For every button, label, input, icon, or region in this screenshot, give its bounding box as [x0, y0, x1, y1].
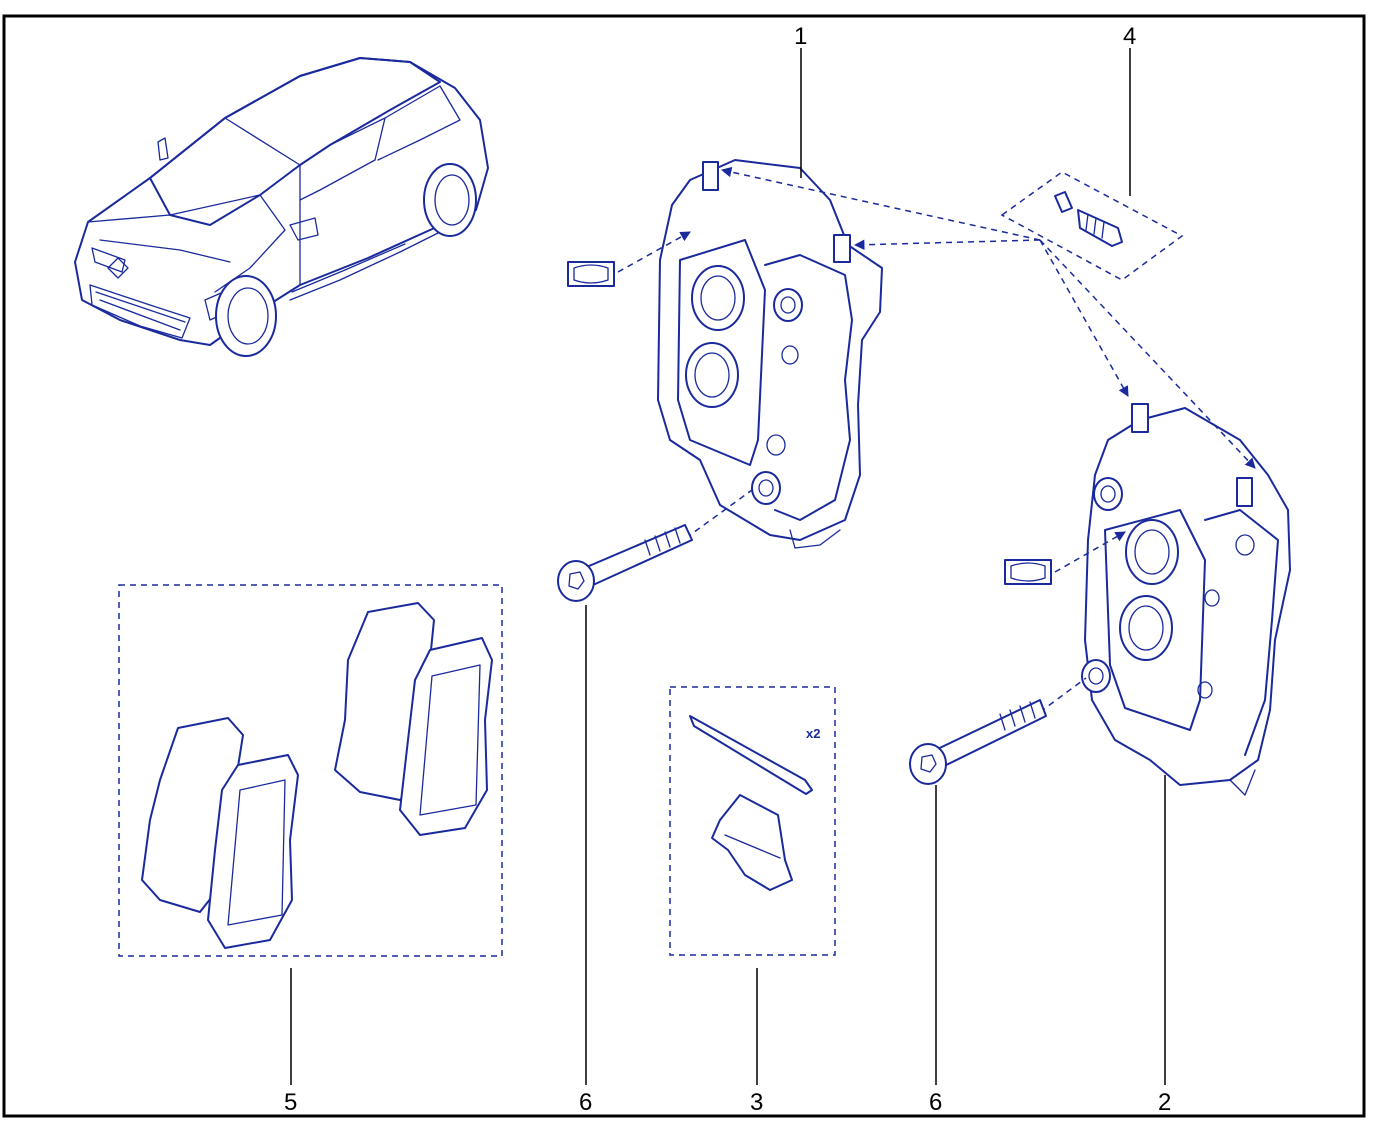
callout-3: 3 [750, 1089, 763, 1116]
brake-pad-kit [118, 584, 503, 957]
callout-2: 2 [1158, 1089, 1171, 1116]
vehicle-illustration [74, 57, 489, 357]
assembly-lines [617, 166, 1256, 713]
callout-leaders [290, 48, 1166, 1085]
diagram-frame [2, 14, 1366, 1118]
bleed-screw-kit [1000, 171, 1184, 281]
pad-spring-kit: x2 [669, 686, 836, 956]
caliper-bolt-1 [557, 524, 693, 602]
callout-1: 1 [794, 23, 807, 50]
quantity-label: x2 [806, 726, 820, 741]
callout-4: 4 [1123, 23, 1136, 50]
brake-caliper-2 [1081, 403, 1291, 796]
callout-5: 5 [284, 1089, 297, 1116]
callout-6-left: 6 [579, 1089, 592, 1116]
seal-symbol-2 [1004, 559, 1052, 585]
brake-caliper-1 [657, 159, 883, 549]
callout-6-right: 6 [929, 1089, 942, 1116]
seal-symbol-1 [567, 261, 615, 287]
caliper-bolt-2 [909, 699, 1047, 785]
